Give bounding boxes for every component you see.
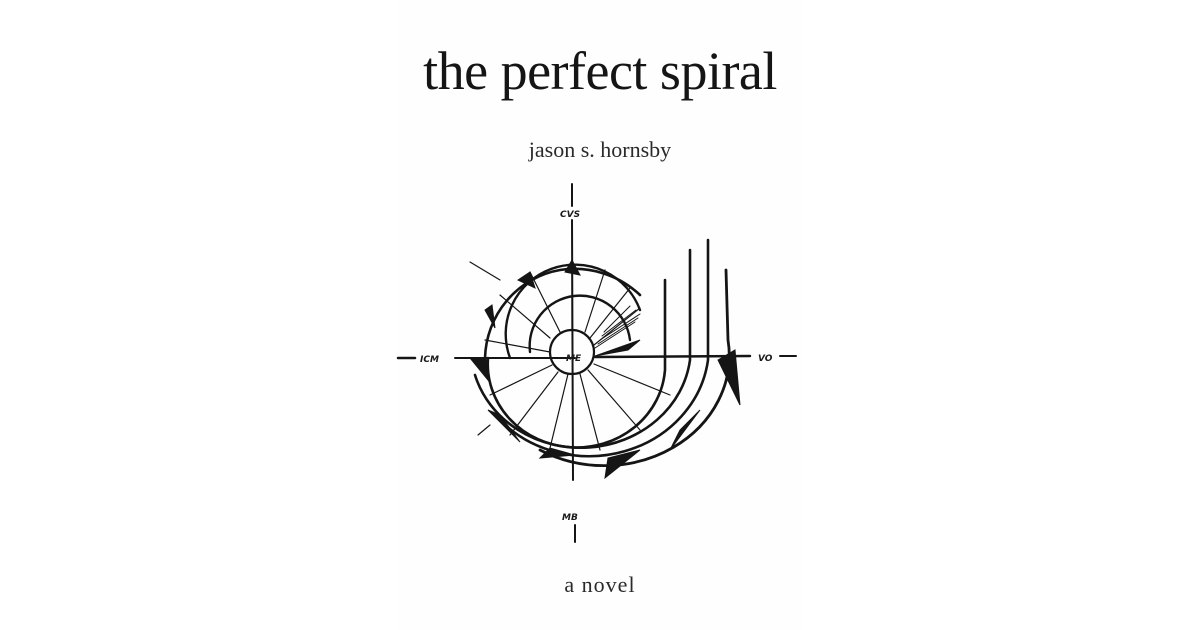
axis-label-left: ICM bbox=[420, 355, 439, 365]
book-subtitle: a novel bbox=[564, 572, 636, 597]
axis-label-top: CVS bbox=[560, 210, 580, 220]
axis-label-bottom: MB bbox=[562, 513, 578, 523]
book-cover bbox=[398, 0, 802, 630]
spiral-illustration: CVS ICM VO MB ME bbox=[396, 183, 797, 543]
book-title: the perfect spiral bbox=[423, 41, 777, 101]
axis-label-right: VO bbox=[758, 354, 773, 364]
book-author: jason s. hornsby bbox=[528, 137, 672, 162]
axis-label-center: ME bbox=[566, 354, 582, 364]
